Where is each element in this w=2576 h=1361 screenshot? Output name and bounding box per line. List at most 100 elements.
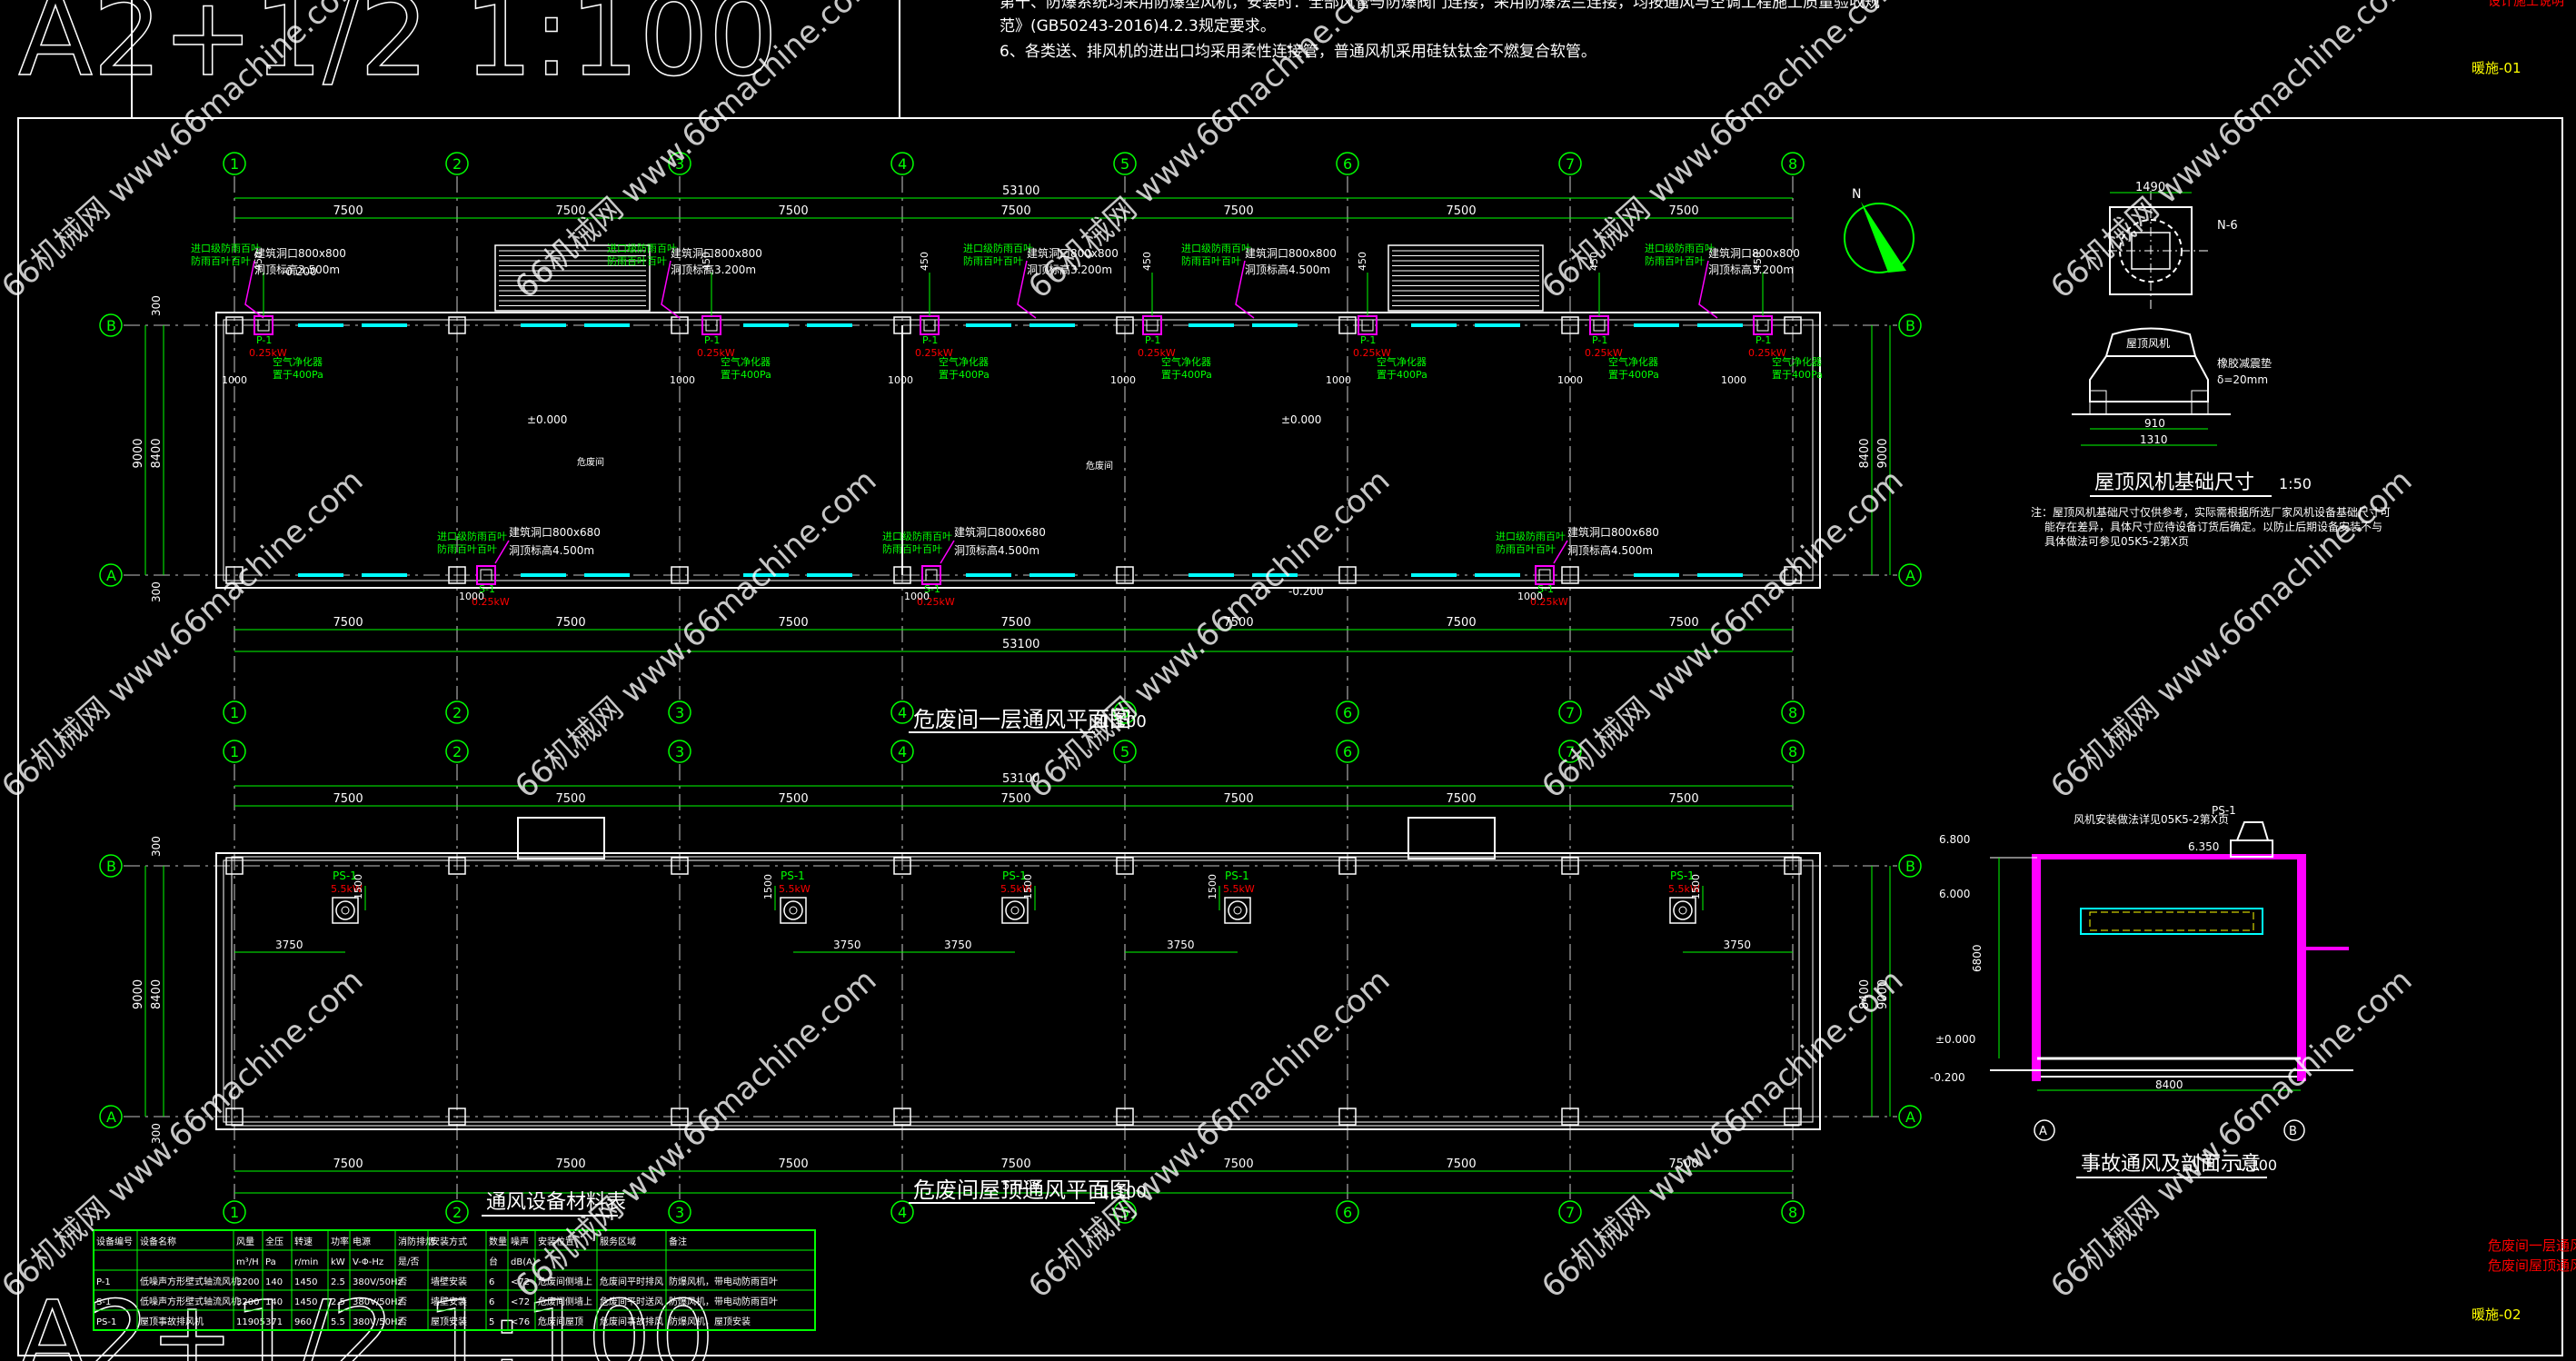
axis-label: B — [106, 317, 116, 334]
dim-bay: 7500 — [333, 204, 363, 218]
dim-total: 53100 — [1002, 1179, 1039, 1193]
dim-vert: 1500 — [353, 874, 364, 899]
svg-text:6.350: 6.350 — [2188, 840, 2219, 853]
svg-text:1310: 1310 — [2140, 433, 2168, 446]
table-header: 安装位置 — [538, 1236, 574, 1247]
axis-label: 6 — [1343, 704, 1352, 721]
table-cell: 屋顶事故排风机 — [140, 1316, 204, 1327]
dim-bay: 7500 — [779, 616, 809, 630]
axis-bubble — [445, 152, 469, 175]
axis-label: 5 — [1120, 704, 1129, 721]
axis-bubble — [668, 152, 691, 175]
dim-offset: 1000 — [1517, 591, 1543, 602]
svg-text:屋顶风机基础尺寸: 屋顶风机基础尺寸 — [2094, 472, 2254, 494]
callout-leader — [244, 260, 264, 319]
callout-opening: 建筑洞口800x800 — [1245, 246, 1337, 260]
air-note-2: 置于400Pa — [1161, 369, 1212, 381]
table-unit: m³/H — [236, 1257, 259, 1267]
axis-bubble — [1898, 854, 1922, 878]
table-header: 安装方式 — [431, 1236, 467, 1247]
table-cell: 6 — [489, 1277, 494, 1287]
column — [1784, 316, 1802, 334]
svg-text:6800: 6800 — [1971, 944, 1984, 972]
roof-fan-box — [1001, 897, 1029, 924]
callout-opening: 建筑洞口800x680 — [954, 525, 1046, 539]
air-note: 空气净化器 — [1608, 355, 1658, 368]
air-note-2: 置于400Pa — [939, 369, 990, 381]
table-header: 设备名称 — [140, 1236, 176, 1247]
column — [1784, 857, 1802, 875]
dim-half: 3750 — [833, 939, 861, 951]
callout-louver: 进口级防雨百叶 — [1181, 242, 1251, 254]
roof-fan-icon — [1005, 900, 1025, 920]
table-unit: 是/否 — [398, 1257, 419, 1267]
faded-drawing-scale-bottom: A2+1/2 1:100 — [18, 1279, 714, 1361]
callout-louver-tag: 防雨百叶百叶 — [191, 254, 251, 267]
dim-total: 53100 — [1002, 184, 1039, 198]
dim-offset: 1000 — [670, 374, 695, 386]
dim-450: 450 — [701, 252, 712, 271]
level-neg: -0.200 — [282, 265, 317, 278]
dim-depth: 8400 — [150, 438, 164, 468]
dim-bay: 7500 — [1669, 792, 1699, 806]
svg-text:B: B — [2289, 1125, 2297, 1138]
watermark-text: 66机械网 www.66machine.com — [1535, 962, 1910, 1306]
axis-bubble — [99, 854, 123, 878]
air-note: 空气净化器 — [1377, 355, 1427, 368]
roof-hatch — [517, 817, 605, 859]
room-label: 危废间 — [577, 456, 604, 468]
axis-bubble — [668, 740, 691, 763]
table-unit: Pa — [265, 1257, 276, 1267]
axis-label: 4 — [898, 1204, 907, 1221]
dim-depth: 8400 — [1858, 438, 1872, 468]
dim-half: 3750 — [275, 939, 303, 951]
table-cell: 380V/50Hz — [353, 1317, 403, 1327]
svg-text:δ=20mm: δ=20mm — [2217, 373, 2268, 386]
axis-label: 6 — [1343, 155, 1352, 173]
north-arrow-icon: N — [1844, 187, 1915, 273]
dim-bay: 7500 — [556, 792, 586, 806]
wall-fan-a: S-10.25kW1000进口级防雨百叶防雨百叶百叶建筑洞口800x680洞顶标… — [882, 525, 1046, 608]
callout-opening: 建筑洞口800x800 — [254, 246, 346, 260]
table-cell: 5 — [489, 1317, 494, 1327]
callout-louver-tag: 防雨百叶百叶 — [1181, 254, 1241, 267]
axis-label: 7 — [1566, 743, 1575, 760]
axis-bubble — [1336, 740, 1359, 763]
air-note-2: 置于400Pa — [1377, 369, 1427, 381]
roof-parapet — [231, 856, 1800, 1127]
note-line-1: 第十、防爆系统均采用防爆型风机，安装时：全部风管与防爆阀门连接，采用防爆法兰连接… — [1000, 0, 1880, 12]
axis-bubble — [668, 1200, 691, 1224]
axis-bubble — [1336, 700, 1359, 724]
dim-bay: 7500 — [1447, 616, 1477, 630]
axis-label: 2 — [453, 743, 462, 760]
roof-fan-tag: PS-1 — [1670, 869, 1695, 882]
dim-offset: 1000 — [904, 591, 930, 602]
axis-bubble — [99, 313, 123, 337]
table-header: 设备编号 — [96, 1236, 133, 1247]
room-label: 危废间 — [1086, 460, 1113, 472]
fan-power: 0.25kW — [249, 347, 287, 359]
axis-label: 1 — [230, 1204, 239, 1221]
dim-bay: 7500 — [556, 204, 586, 218]
svg-text:注：屋顶风机基础尺寸仅供参考，实际需根据所选厂家风机设备基础: 注：屋顶风机基础尺寸仅供参考，实际需根据所选厂家风机设备基础尺寸可 — [2031, 505, 2391, 519]
callout-leader — [1698, 260, 1718, 319]
column — [1338, 316, 1357, 334]
axis-label: 1 — [230, 155, 239, 173]
table-cell: 危废间侧墙上 — [538, 1296, 592, 1307]
roof-fan-power: 5.5kW — [1668, 883, 1700, 895]
table-unit: kW — [331, 1257, 345, 1267]
fan-tag: P-1 — [1755, 334, 1771, 346]
table-header: 数量 — [489, 1236, 507, 1247]
fan-power: 0.25kW — [1585, 347, 1623, 359]
column — [448, 857, 466, 875]
table-cell: P-1 — [96, 1277, 111, 1287]
table-unit: r/min — [294, 1257, 318, 1267]
axis-label: 2 — [453, 1204, 462, 1221]
air-note-2: 置于400Pa — [273, 369, 323, 381]
watermark-text: 66机械网 www.66machine.com — [2044, 0, 2419, 306]
callout-opening: 建筑洞口800x680 — [509, 525, 601, 539]
